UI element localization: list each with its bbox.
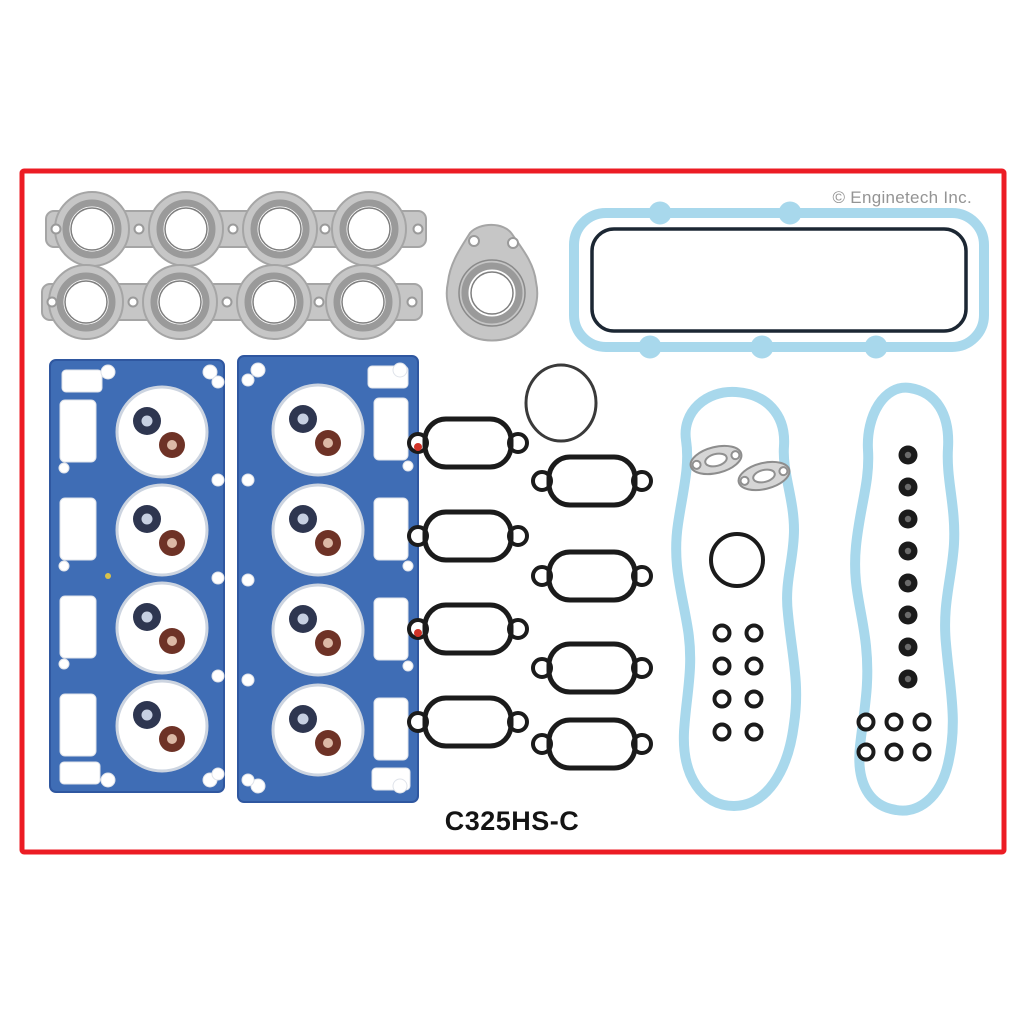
intake-port-gaskets-left	[409, 419, 527, 746]
intake-port-gasket	[409, 512, 527, 560]
cover-gasket-right	[850, 382, 960, 816]
bottom-seal-rings	[856, 712, 932, 762]
intake-port-gasket	[533, 720, 651, 768]
small-seal-ring-grid	[712, 623, 764, 742]
exhaust-manifold-gasket-bottom	[41, 265, 423, 339]
cover-gasket-left	[671, 386, 802, 811]
head-gasket-right	[237, 355, 419, 803]
exhaust-flange-gasket	[445, 223, 539, 342]
intake-port-gasket	[533, 644, 651, 692]
part-number-label: C325HS-C	[444, 806, 580, 836]
red-border-frame	[19, 168, 1007, 855]
exhaust-manifold-gasket-top	[45, 192, 427, 266]
intake-port-gasket	[409, 419, 527, 467]
red-paint-mark	[414, 443, 422, 451]
round-seal-ring	[709, 532, 765, 588]
intake-port-gasket	[409, 605, 527, 653]
watermark-text: © Enginetech Inc.	[832, 188, 972, 207]
red-paint-mark	[414, 629, 422, 637]
intake-port-gasket	[533, 552, 651, 600]
water-pump-gasket	[686, 440, 746, 480]
valve-cover-gasket	[569, 201, 989, 359]
head-gasket-left	[49, 359, 225, 793]
intake-port-gaskets-right	[533, 457, 651, 768]
intake-port-gasket	[409, 698, 527, 746]
intake-port-gasket	[533, 457, 651, 505]
valve-stem-seal-column	[898, 445, 918, 689]
o-ring-gasket	[524, 363, 598, 443]
